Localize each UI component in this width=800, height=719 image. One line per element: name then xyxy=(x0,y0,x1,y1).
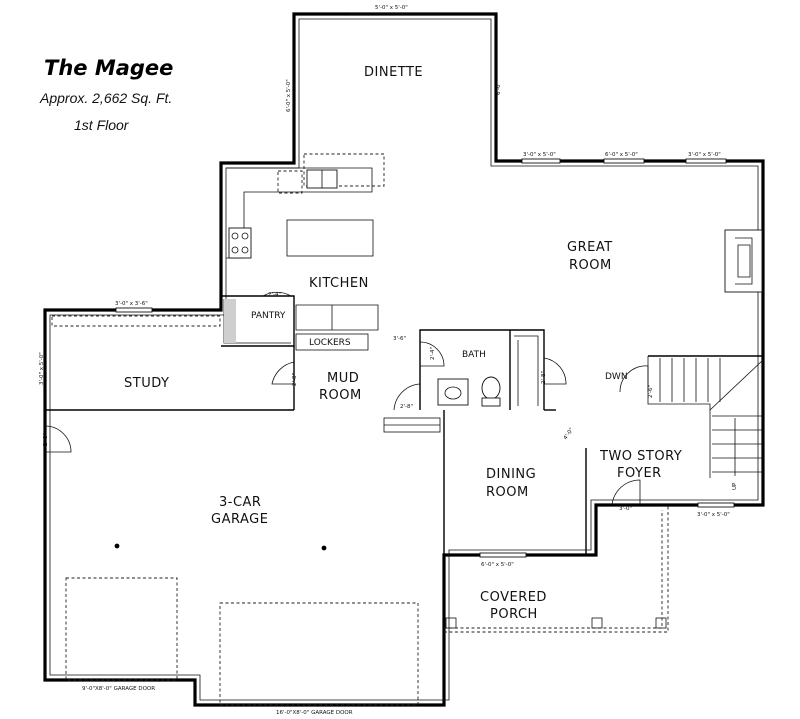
room-label-mud-1: MUD xyxy=(327,371,359,386)
room-label-foyer-1: TWO STORY xyxy=(599,449,682,464)
porch-outline xyxy=(444,505,669,633)
stairs-down-label: DWN xyxy=(605,372,628,382)
room-label-dinette: DINETTE xyxy=(364,65,423,80)
great-window-2-dim: 6'-0" x 5'-0" xyxy=(605,152,638,158)
garage-door-small-outline xyxy=(65,577,178,681)
study-side-window-dim: 3'-0" x 5'-0" xyxy=(39,352,45,385)
kitchen-counters xyxy=(226,153,385,331)
closet-shelf xyxy=(514,335,539,406)
stairs-up-label: UP xyxy=(732,482,738,490)
great-window-1 xyxy=(521,158,561,164)
fireplace xyxy=(724,229,763,293)
lockers-opening-dim: 3'-6" xyxy=(393,336,406,342)
garage-door-large-dim: 16'-0"X8'-0" GARAGE DOOR xyxy=(276,710,353,716)
stair-door-dim: 2'-6" xyxy=(648,385,654,398)
room-label-pantry: PANTRY xyxy=(251,311,286,321)
dishwasher xyxy=(277,170,303,194)
title-block: The Magee Approx. 2,662 Sq. Ft. 1st Floo… xyxy=(0,0,200,150)
bath-door-dim: 2'-4" xyxy=(430,347,436,360)
dining-window-dim: 6'-0" x 5'-0" xyxy=(481,562,514,568)
entry-door-dim: 3'-0" xyxy=(619,506,632,512)
dining-window xyxy=(479,552,527,558)
room-label-porch-2: PORCH xyxy=(490,607,538,622)
exterior-wall-inner xyxy=(49,18,759,701)
pantry-door-dim: 2'-4" xyxy=(268,292,281,298)
great-window-3 xyxy=(685,158,727,164)
pantry-walls xyxy=(221,295,295,347)
bath-door-swing xyxy=(419,341,445,367)
study-window xyxy=(115,307,153,313)
mud-door-dim: 2'-8" xyxy=(292,373,298,386)
mud-garage-door-dim: 2'-8" xyxy=(400,404,413,410)
garage-side-door-dim: 2'-8" xyxy=(43,433,49,446)
room-label-bath: BATH xyxy=(462,350,486,360)
lockers xyxy=(295,333,369,351)
room-label-garage-2: GARAGE xyxy=(211,512,268,527)
foyer-window-dim: 3'-0" x 5'-0" xyxy=(697,512,730,518)
pantry-door-swing xyxy=(262,291,292,297)
exterior-wall xyxy=(43,12,765,707)
closet-door-swing xyxy=(543,357,567,385)
porch-outline-inner xyxy=(444,510,663,629)
kitchen-island xyxy=(286,219,374,257)
study-window-dim: 3'-0" x 3'-6" xyxy=(115,301,148,307)
garage-side-door-swing xyxy=(44,425,72,453)
porch-column-3 xyxy=(655,617,667,629)
room-label-garage-1: 3-CAR xyxy=(219,495,261,510)
room-label-foyer-2: FOYER xyxy=(617,466,662,481)
room-label-lockers: LOCKERS xyxy=(309,338,351,348)
bath-walls xyxy=(419,329,545,410)
bath-sink xyxy=(444,386,462,400)
pantry-shade xyxy=(224,299,236,343)
dinette-left-window-dim: 6'-0" x 5'-0" xyxy=(286,79,292,112)
garage-post-2 xyxy=(321,545,327,551)
room-label-porch-1: COVERED xyxy=(480,590,547,605)
garage-door-large-outline xyxy=(219,602,419,706)
great-window-1-dim: 3'-0" x 5'-0" xyxy=(523,152,556,158)
room-label-study: STUDY xyxy=(124,376,169,391)
garage-door-small-dim: 9'-0"X8'-0" GARAGE DOOR xyxy=(82,686,155,692)
room-label-kitchen: KITCHEN xyxy=(309,276,369,291)
stair-door-swing xyxy=(619,365,649,393)
dinette-right-dim: 6'-0" xyxy=(496,82,502,95)
bath-toilet-tank xyxy=(481,397,501,407)
plan-area: Approx. 2,662 Sq. Ft. xyxy=(40,90,173,106)
entry-door-swing xyxy=(611,479,641,506)
great-window-3-dim: 3'-0" x 5'-0" xyxy=(688,152,721,158)
room-label-great-2: ROOM xyxy=(569,258,612,273)
dining-opening-dim: 4'-0" xyxy=(563,427,575,441)
bath-vanity xyxy=(437,378,469,406)
plan-floor-label: 1st Floor xyxy=(74,117,129,133)
plan-title: The Magee xyxy=(44,56,174,80)
garage-post-1 xyxy=(114,543,120,549)
study-builtin xyxy=(51,315,221,327)
kitchen-range xyxy=(228,227,252,259)
porch-column-2 xyxy=(591,617,603,629)
room-label-dining-2: ROOM xyxy=(486,485,529,500)
closet-door-dim: 2'-8" xyxy=(541,371,547,384)
bath-toilet xyxy=(481,376,501,400)
mud-door-swing xyxy=(271,361,295,385)
room-label-dining-1: DINING xyxy=(486,467,536,482)
room-label-mud-2: ROOM xyxy=(319,388,362,403)
great-window-2 xyxy=(603,158,645,164)
room-label-great-1: GREAT xyxy=(567,240,613,255)
dinette-top-window-dim: 5'-0" x 5'-0" xyxy=(375,5,408,11)
foyer-window xyxy=(697,502,735,508)
porch-column-1 xyxy=(445,617,457,629)
